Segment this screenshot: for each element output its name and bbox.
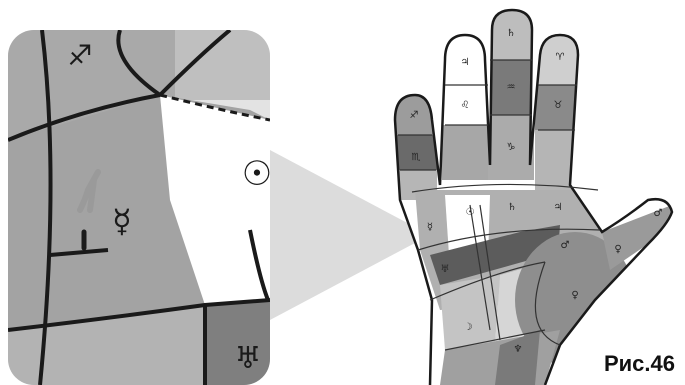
thumb-top-symbol: ♂ bbox=[654, 208, 663, 219]
palm-sun-symbol: ☉ bbox=[466, 207, 475, 218]
palm-mars-symbol: ♂ bbox=[561, 240, 570, 251]
sagittarius-symbol: ♐ bbox=[67, 39, 92, 72]
index-mid-symbol: ♌ bbox=[461, 100, 470, 111]
palm-neptune-symbol: ♆ bbox=[514, 344, 523, 355]
middle-mid-symbol: ♒ bbox=[507, 82, 516, 93]
little-top-symbol: ♐ bbox=[410, 110, 419, 121]
figure-caption: Рис.46 bbox=[604, 351, 675, 377]
mercury-symbol: ☿ bbox=[112, 202, 132, 240]
palm-jupiter-symbol: ♃ bbox=[554, 202, 563, 213]
palm-venus-symbol: ♀ bbox=[571, 290, 578, 301]
uranus-symbol: ♅ bbox=[235, 341, 262, 376]
middle-low-symbol: ♑ bbox=[507, 142, 516, 153]
palm-uranus-symbol: ♅ bbox=[441, 264, 450, 275]
palm-saturn-symbol: ♄ bbox=[508, 202, 517, 213]
little-mid-symbol: ♏ bbox=[412, 152, 421, 163]
index-top-symbol: ♃ bbox=[461, 57, 470, 68]
palm-moon-symbol: ☽ bbox=[464, 322, 473, 333]
zoom-panel: ♐ ☿ ☉ ♅ bbox=[8, 30, 272, 385]
sun-symbol: ☉ bbox=[242, 154, 272, 194]
hand-diagram: ♃ ♌ ♄ ♒ ♑ ♈ ♉ ♐ ♏ ♂ ♀ ☿ ☉ ♄ ♃ ♂ ♀ ☽ ♆ ♅ bbox=[390, 0, 680, 385]
thumb-mid-symbol: ♀ bbox=[614, 244, 621, 255]
ring-top-symbol: ♈ bbox=[556, 52, 565, 63]
middle-top-symbol: ♄ bbox=[507, 28, 516, 39]
palm-mercury-symbol: ☿ bbox=[427, 222, 433, 233]
ring-mid-symbol: ♉ bbox=[554, 100, 563, 111]
